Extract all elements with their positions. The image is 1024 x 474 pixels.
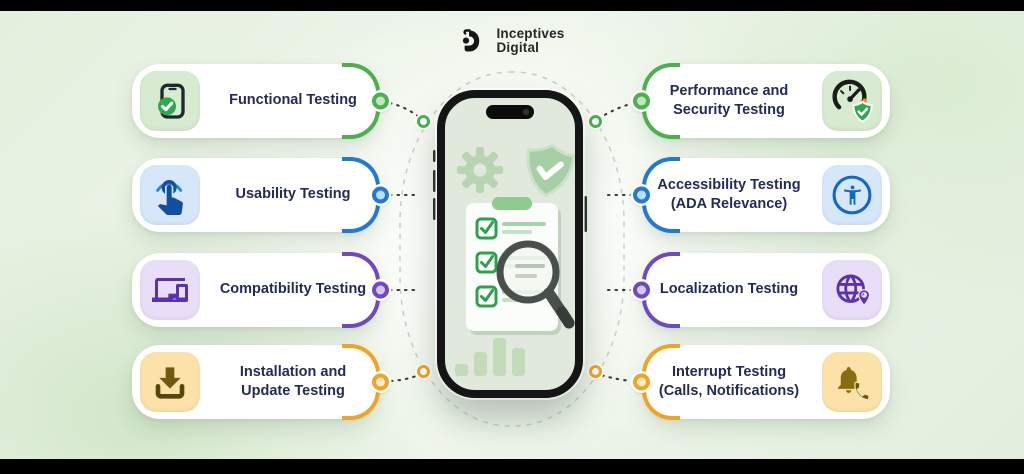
card-functional-testing: Functional Testing <box>132 63 389 139</box>
card-label: Installation and Update Testing <box>239 363 347 399</box>
card-accessibility-testing: Accessibility Testing (ADA Relevance) <box>633 157 890 233</box>
letterbox-bottom <box>0 459 1024 474</box>
card-label: Interrupt Testing (Calls, Notifications) <box>658 363 800 399</box>
connector-line-performance <box>599 101 636 119</box>
connector-line-installation <box>389 373 421 383</box>
connector-dot-purple <box>633 281 650 299</box>
gear-icon <box>457 147 503 193</box>
smartphone-illustration <box>437 90 583 398</box>
phone-check-icon <box>140 71 200 131</box>
brand-name-line1: Inceptives <box>496 26 565 41</box>
bell-phone-icon <box>822 352 882 412</box>
card-label: Functional Testing <box>229 92 357 109</box>
connector-line-interrupt <box>599 373 635 383</box>
ring-dot-orange-left <box>417 365 430 378</box>
connector-dot-blue <box>372 186 389 204</box>
ring-dot-green-right <box>589 115 602 128</box>
connector-dot-orange <box>372 373 389 391</box>
phone-button-volume-down <box>433 198 436 220</box>
connector-line-functional <box>388 101 421 119</box>
card-usability-testing: Usability Testing <box>132 157 389 233</box>
phone-button-volume-up <box>433 170 436 192</box>
card-label: Compatibility Testing <box>219 281 367 298</box>
globe-pin-icon <box>822 260 882 320</box>
connector-dot-green <box>372 92 389 110</box>
magnifier-icon <box>496 240 575 329</box>
card-installation-update-testing: Installation and Update Testing <box>132 344 389 420</box>
gauge-shield-icon <box>822 71 882 131</box>
card-label: Localization Testing <box>659 281 799 298</box>
phone-button-power <box>584 196 587 232</box>
connector-dot-green <box>633 92 650 110</box>
devices-icon <box>140 260 200 320</box>
accessibility-icon <box>822 165 882 225</box>
card-localization-testing: Localization Testing <box>633 252 890 328</box>
phone-button-mute <box>433 150 436 162</box>
touch-tap-icon <box>140 165 200 225</box>
letterbox-top <box>0 0 1024 11</box>
card-label: Usability Testing <box>235 186 351 203</box>
connector-dot-blue <box>633 186 650 204</box>
brand-logo: Inceptives Digital <box>0 26 1024 56</box>
inceptives-d-mark-icon <box>463 29 480 52</box>
download-icon <box>140 352 200 412</box>
shield-check-icon <box>526 143 575 197</box>
ring-dot-green-left <box>417 115 430 128</box>
card-label: Accessibility Testing (ADA Relevance) <box>657 176 801 212</box>
connector-dot-purple <box>372 281 389 299</box>
camera-dot <box>522 108 530 116</box>
ring-dot-orange-right <box>589 365 602 378</box>
card-compatibility-testing: Compatibility Testing <box>132 252 389 328</box>
connector-dot-orange <box>633 373 650 391</box>
dynamic-island <box>486 105 534 119</box>
bar-chart-icon <box>455 338 525 376</box>
card-interrupt-testing: Interrupt Testing (Calls, Notifications) <box>633 344 890 420</box>
card-label: Performance and Security Testing <box>669 82 789 118</box>
card-performance-security-testing: Performance and Security Testing <box>633 63 890 139</box>
brand-name-line2: Digital <box>496 40 540 55</box>
phone-screen <box>455 105 575 376</box>
